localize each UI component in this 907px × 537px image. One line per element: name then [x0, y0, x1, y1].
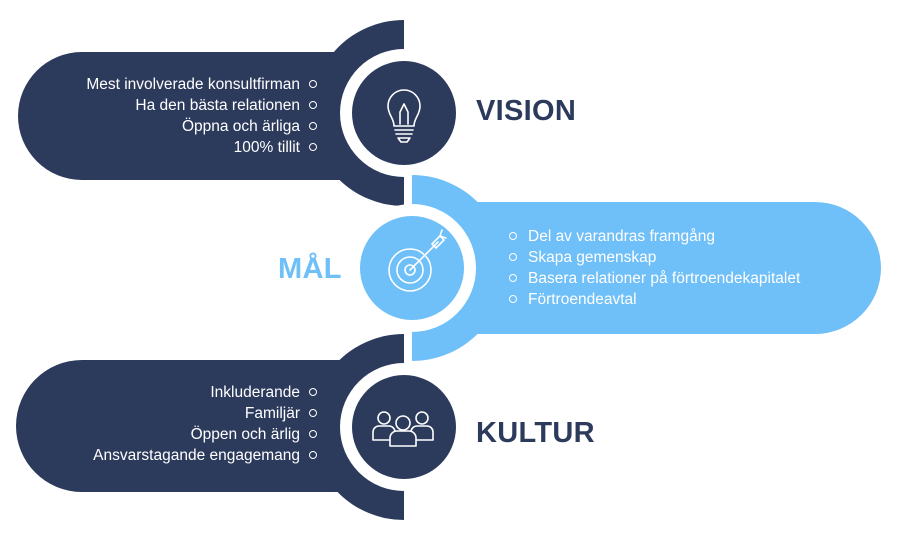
target-arrow-icon: [388, 229, 447, 292]
bullet-icon: [309, 142, 317, 151]
vision-item: 100% tillit: [86, 137, 317, 158]
vision-item: Mest involverade konsultfirman: [86, 74, 317, 95]
vision-list: Mest involverade konsultfirman Ha den bä…: [86, 74, 317, 158]
kultur-item: Öppen och ärlig: [93, 424, 317, 445]
vision-icon-circle: [352, 61, 456, 165]
mal-item: Förtroendeavtal: [509, 289, 800, 310]
bullet-icon: [309, 408, 317, 417]
bullet-icon: [509, 294, 517, 303]
kultur-band: [16, 334, 468, 520]
kultur-pill: [16, 360, 404, 492]
mal-list: Del av varandras framgång Skapa gemenska…: [509, 226, 800, 310]
lightbulb-icon: [387, 89, 421, 143]
bullet-icon: [509, 273, 517, 282]
bullet-icon: [309, 79, 317, 88]
mal-title: MÅL: [278, 253, 342, 285]
mal-item: Del av varandras framgång: [509, 226, 800, 247]
bullet-icon: [509, 252, 517, 261]
vision-item: Öppna och ärliga: [86, 116, 317, 137]
bullet-icon: [309, 387, 317, 396]
mal-item: Basera relationer på förtroendekapitalet: [509, 268, 800, 289]
bullet-icon: [309, 450, 317, 459]
vision-title: VISION: [476, 95, 577, 127]
bullet-icon: [309, 429, 317, 438]
bullet-icon: [509, 231, 517, 240]
kultur-item: Familjär: [93, 403, 317, 424]
vision-band: [18, 20, 468, 206]
people-group-icon: [372, 411, 434, 447]
kultur-list: Inkluderande Familjär Öppen och ärlig An…: [93, 382, 317, 466]
bullet-icon: [309, 100, 317, 109]
mal-band: [348, 175, 881, 361]
vision-item: Ha den bästa relationen: [86, 95, 317, 116]
mal-pill: [412, 202, 881, 334]
vision-pill: [18, 52, 404, 180]
kultur-item: Inkluderande: [93, 382, 317, 403]
mal-item: Skapa gemenskap: [509, 247, 800, 268]
bullet-icon: [309, 121, 317, 130]
kultur-item: Ansvarstagande engagemang: [93, 445, 317, 466]
kultur-title: KULTUR: [476, 417, 595, 449]
